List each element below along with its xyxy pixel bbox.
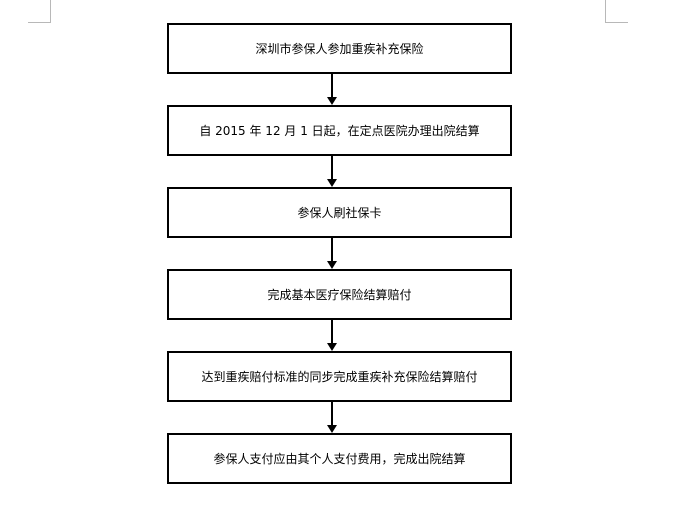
arrowhead-5-icon	[327, 425, 337, 433]
flow-step-5: 达到重疾赔付标准的同步完成重疾补充保险结算赔付	[167, 351, 512, 402]
flow-step-1-label: 深圳市参保人参加重疾补充保险	[255, 42, 424, 56]
connector-2	[331, 156, 333, 180]
arrowhead-1-icon	[327, 97, 337, 105]
page-corner-mark-right	[605, 0, 628, 23]
connector-1	[331, 74, 333, 98]
flow-step-2: 自 2015 年 12 月 1 日起，在定点医院办理出院结算	[167, 105, 512, 156]
flow-step-3-label: 参保人刷社保卡	[297, 206, 382, 220]
connector-4	[331, 320, 333, 344]
arrowhead-3-icon	[327, 261, 337, 269]
arrowhead-2-icon	[327, 179, 337, 187]
arrowhead-4-icon	[327, 343, 337, 351]
flow-step-4-label: 完成基本医疗保险结算赔付	[267, 288, 412, 302]
connector-5	[331, 402, 333, 426]
flow-step-1: 深圳市参保人参加重疾补充保险	[167, 23, 512, 74]
flow-step-3: 参保人刷社保卡	[167, 187, 512, 238]
flow-step-5-label: 达到重疾赔付标准的同步完成重疾补充保险结算赔付	[201, 370, 478, 384]
connector-3	[331, 238, 333, 262]
flow-step-6-label: 参保人支付应由其个人支付费用，完成出院结算	[213, 452, 466, 466]
flow-step-4: 完成基本医疗保险结算赔付	[167, 269, 512, 320]
page-corner-mark-left	[28, 0, 51, 23]
flow-step-2-label: 自 2015 年 12 月 1 日起，在定点医院办理出院结算	[199, 124, 480, 138]
flow-step-6: 参保人支付应由其个人支付费用，完成出院结算	[167, 433, 512, 484]
